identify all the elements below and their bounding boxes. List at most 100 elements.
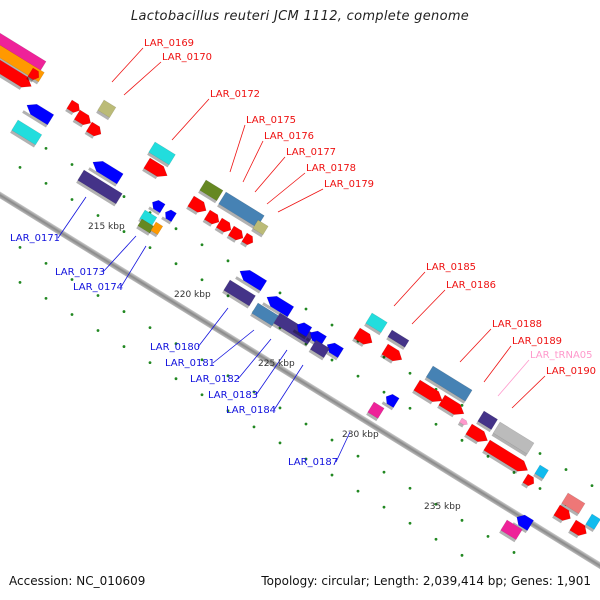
tick-dot [460,553,464,557]
gene-label: LAR_0178 [306,163,356,174]
gene-label: LAR_0187 [288,457,338,468]
label-leader [277,188,324,213]
gene-feature-shape [367,401,385,419]
gene-feature-shape [203,209,220,225]
tick-dot [382,470,386,474]
gene-feature-shape [534,464,549,480]
gene-label: LAR_0175 [246,115,296,126]
gene-feature-shadow [226,235,236,243]
gene-feature-shadow [217,203,257,231]
tick-dot [408,406,412,410]
tick-dot [356,454,360,458]
label-leader [497,359,530,397]
gene-label: LAR_0173 [55,267,105,278]
tick-dot [590,484,594,488]
tick-dot [44,262,48,265]
tick-dot [382,355,386,359]
gene-feature-shape [251,302,279,327]
tick-marks [18,130,594,557]
gene-feature-shape [152,199,166,214]
gene-feature-shape [0,54,32,88]
gene-feature-shape [516,514,534,531]
tick-dot [486,454,490,458]
gene-feature-shape [27,67,40,81]
gene-feature [292,322,313,340]
gene-feature [464,423,488,445]
gene-feature-shadow [366,412,378,422]
gene-feature [560,492,586,517]
gene-feature-shape [66,99,80,113]
label-leader [242,140,264,183]
gene-label: LAR_0186 [446,280,496,291]
gene-feature-shape [353,327,373,345]
gene-feature [552,504,571,524]
label-leaders [57,47,546,463]
gene-feature-shadow [136,225,150,236]
tick-dot [148,246,152,250]
gene-feature [88,160,124,187]
gene-label: LAR_0179 [324,179,374,190]
tick-dot [434,537,438,541]
tick-dot [200,393,204,397]
gene-label: LAR_tRNA05 [530,350,593,361]
gene-feature [214,217,232,235]
label-leader [273,364,304,411]
gene-label: LAR_0190 [546,366,596,377]
tick-dot [200,358,204,362]
gene-label: LAR_0177 [286,147,336,158]
tick-dot [96,329,100,332]
gene-feature [251,219,269,238]
gene-feature [568,519,587,539]
gene-feature-shape [241,232,254,246]
gene-feature [136,218,155,236]
gene-feature [584,513,600,533]
gene-feature [72,109,92,128]
gene-feature-shape [187,195,207,213]
tick-dot [304,422,308,426]
gene-feature [226,225,244,243]
tick-dot [174,227,178,231]
gene-feature-shadow [88,167,117,187]
gene-feature-shape [85,121,102,137]
gene-feature-shadow [202,219,212,227]
gene-feature-shadow [96,110,110,121]
gene-feature-shadow [560,503,579,517]
gene-feature-shape [266,295,295,318]
gene-feature-shape [252,219,269,236]
gene-feature [222,279,256,309]
features [0,29,600,543]
tick-dot [226,294,230,298]
gene-feature-shape [387,329,410,348]
gene-label: LAR_0188 [492,319,542,330]
label-leader [254,156,286,193]
gene-feature [250,302,279,329]
label-leader [111,47,144,83]
label-leader [197,307,229,348]
gene-feature-shape [561,492,586,515]
gene-feature [26,67,40,83]
gene-feature-shadow [142,168,158,180]
gene-feature-shape [483,439,529,472]
tick-dot [226,374,230,378]
tick-dot [408,371,412,375]
label-leader [237,338,272,380]
tick-dot [226,409,230,413]
tick-dot [70,198,74,201]
backbone-line [0,181,600,587]
tick-dot [278,406,282,410]
gene-feature-shadow [457,422,464,428]
tick-dot [44,182,48,185]
tick-dot [408,521,412,525]
tick-dot [122,310,126,313]
gene-feature-shadow [552,515,563,524]
label-leader [229,124,246,173]
tick-dot [96,214,100,217]
gene-feature-shape [585,513,600,530]
tick-dot [148,361,152,365]
gene-feature [22,103,55,128]
scale-label: 235 kbp [424,502,461,512]
tick-dot [512,551,516,554]
gene-feature-shape [522,473,535,487]
gene-feature-shape [97,99,117,118]
gene-feature-shadow [0,65,22,90]
